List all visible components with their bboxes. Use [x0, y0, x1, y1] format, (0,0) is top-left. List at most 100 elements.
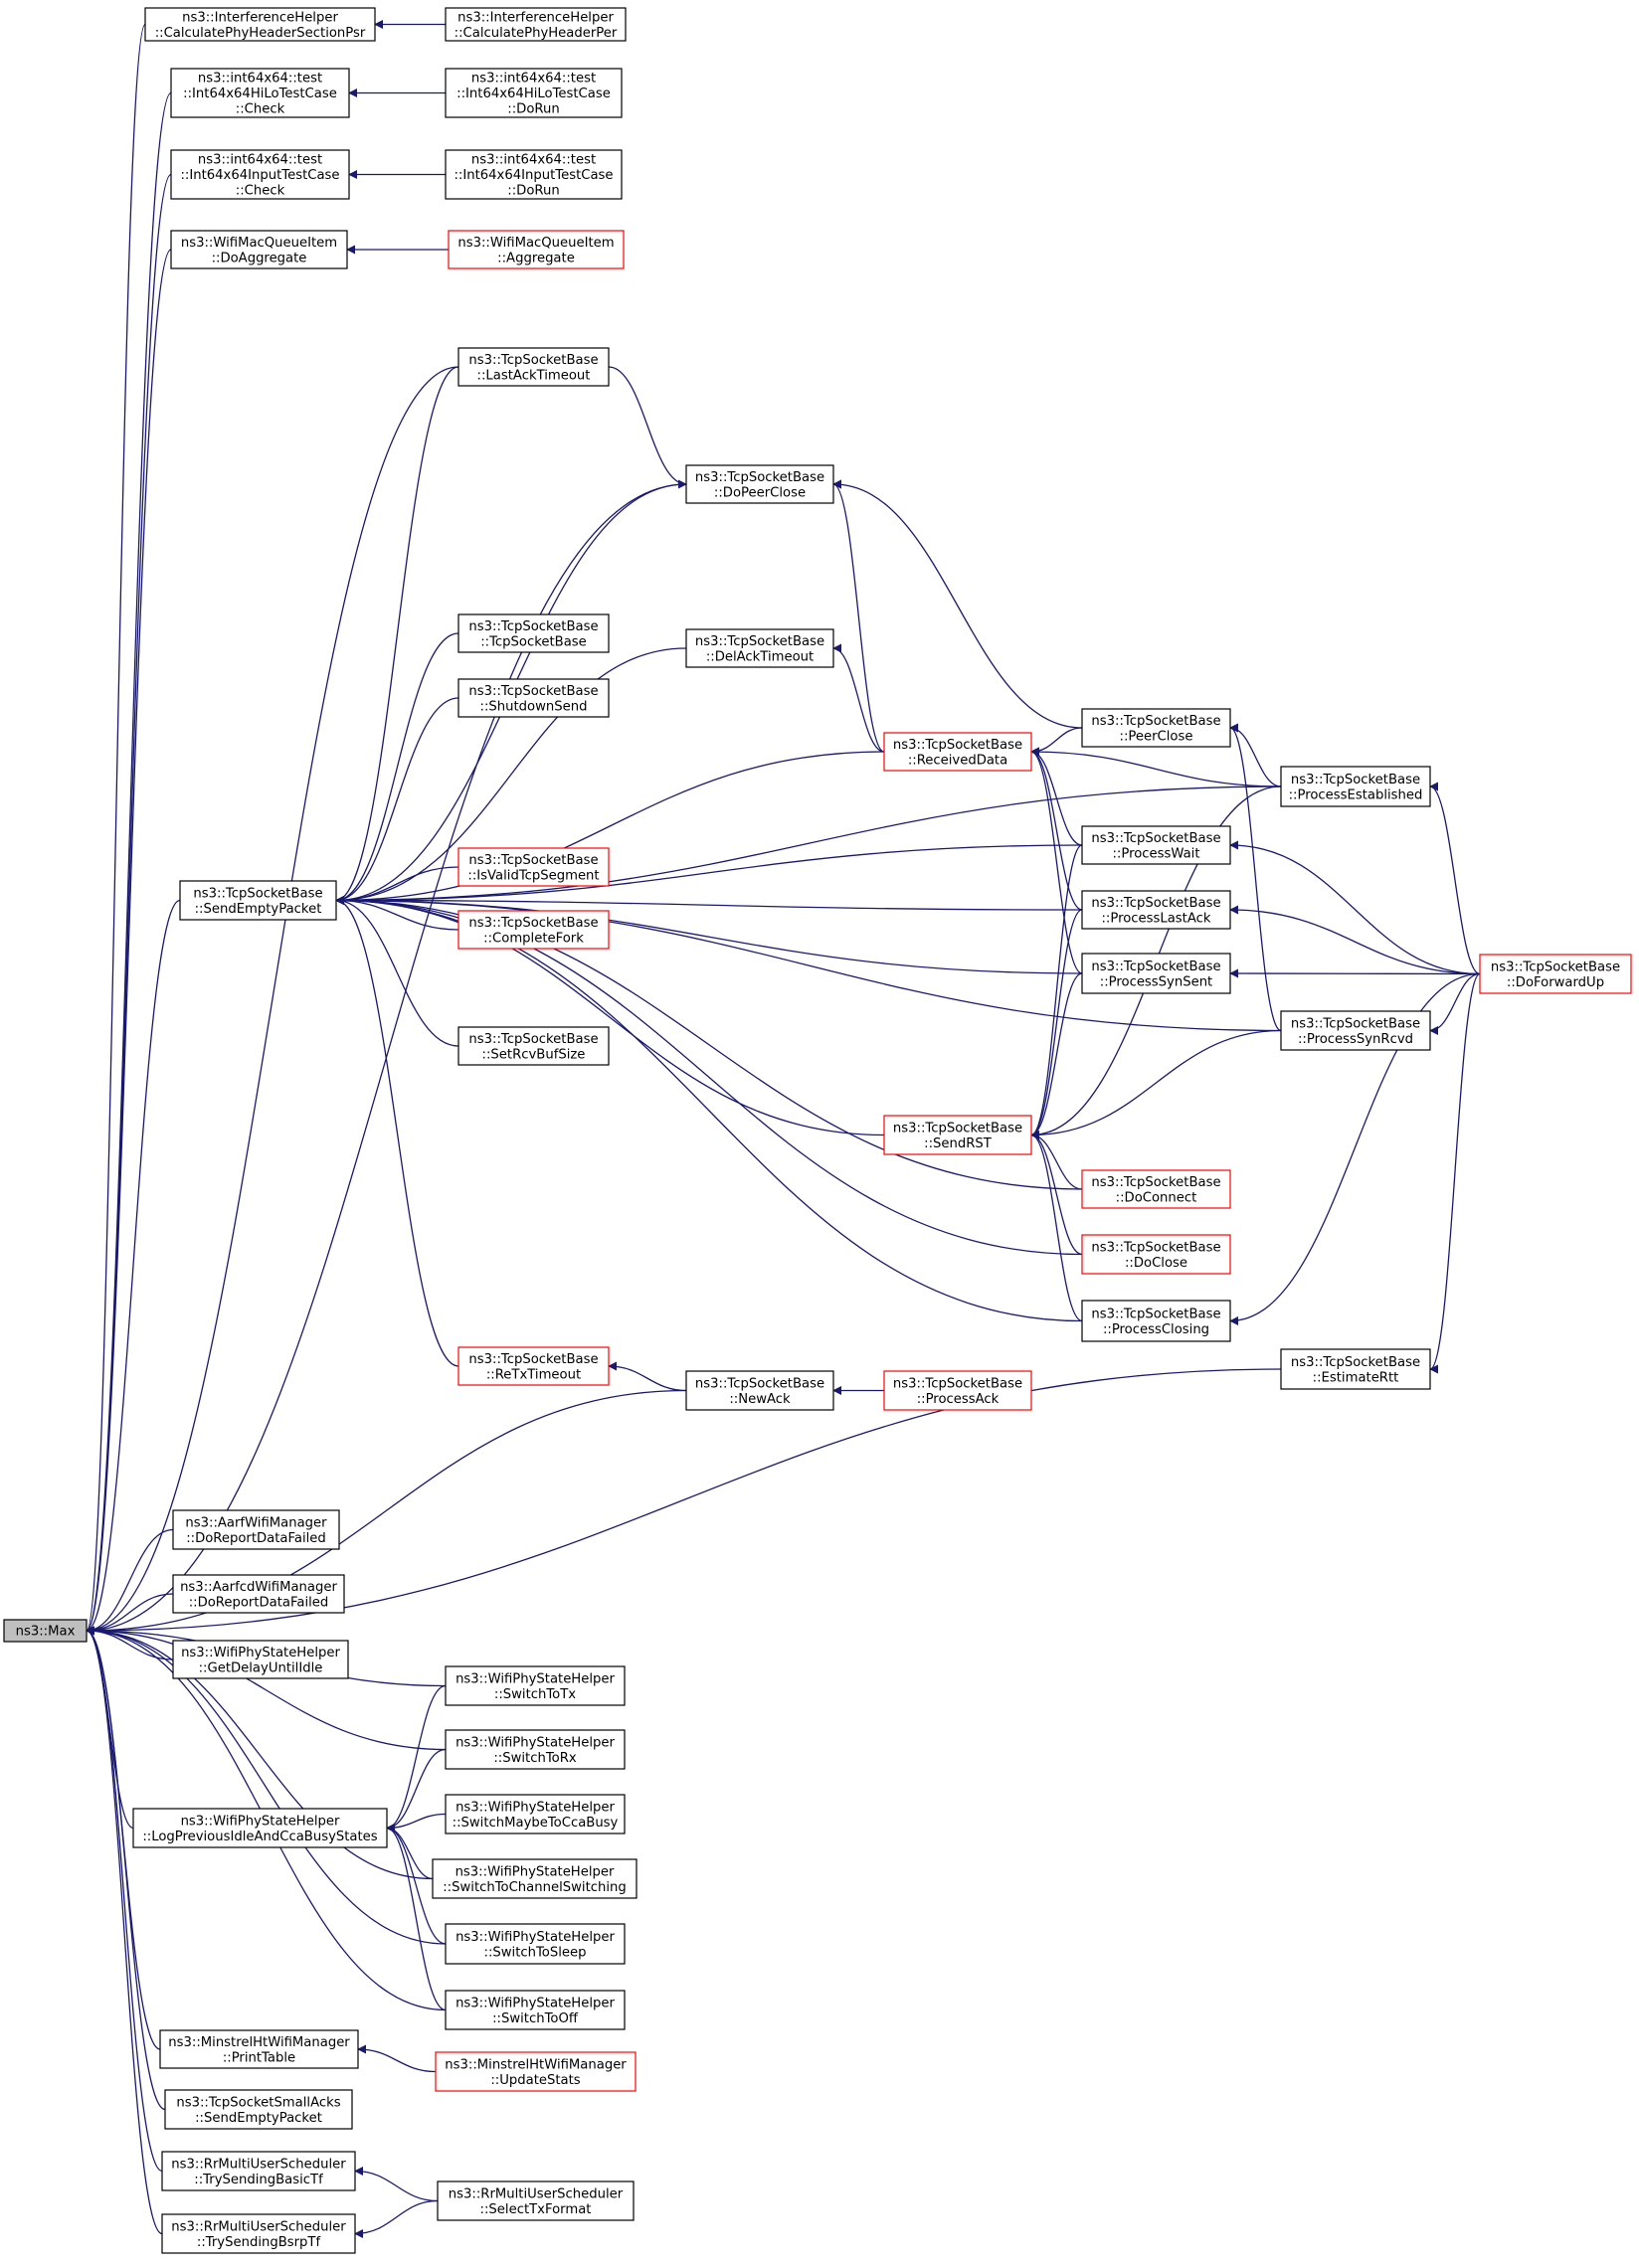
node-estrtt[interactable]: ns3::TcpSocketBase::EstimateRtt — [1280, 1348, 1431, 1390]
node-sendrst[interactable]: ns3::TcpSocketBase::SendRST — [883, 1115, 1032, 1155]
node-peerclose[interactable]: ns3::TcpSocketBase::PeerClose — [1081, 708, 1231, 748]
node-hilo_check[interactable]: ns3::int64x64::test::Int64x64HiLoTestCas… — [170, 68, 350, 118]
node-procwait[interactable]: ns3::TcpSocketBase::ProcessWait — [1081, 825, 1231, 865]
node-label-line: ns3::WifiPhyStateHelper — [455, 1735, 615, 1750]
node-label-line: ::SwitchToChannelSwitching — [443, 1880, 627, 1895]
node-getdelay[interactable]: ns3::WifiPhyStateHelper::GetDelayUntilId… — [172, 1640, 349, 1679]
edge-retx-to-sendempty — [335, 896, 459, 1367]
node-label-line: ::Int64x64InputTestCase — [454, 168, 613, 183]
node-label-line: ns3::InterferenceHelper — [457, 10, 614, 25]
edge-recvdata-to-delack — [832, 643, 885, 753]
node-label-line: ::SendRST — [924, 1136, 993, 1151]
node-aarfcd[interactable]: ns3::AarfcdWifiManager::DoReportDataFail… — [172, 1574, 345, 1614]
edge-peerclose-to-recvdata — [1030, 727, 1083, 757]
node-procest[interactable]: ns3::TcpSocketBase::ProcessEstablished — [1280, 766, 1431, 807]
node-isvalid[interactable]: ns3::TcpSocketBase::IsValidTcpSegment — [457, 847, 610, 887]
node-shutdown[interactable]: ns3::TcpSocketBase::ShutdownSend — [457, 678, 610, 718]
node-label-line: ns3::AarfWifiManager — [185, 1515, 327, 1530]
node-rr_select[interactable]: ns3::RrMultiUserScheduler::SelectTxForma… — [437, 2181, 635, 2221]
edge-input_check-to-max — [86, 173, 172, 1636]
node-sw_ch[interactable]: ns3::WifiPhyStateHelper::SwitchToChannel… — [432, 1858, 637, 1899]
node-wmq_agg[interactable]: ns3::WifiMacQueueItem::Aggregate — [448, 230, 625, 269]
node-box — [435, 2051, 637, 2092]
node-sw_sleep[interactable]: ns3::WifiPhyStateHelper::SwitchToSleep — [445, 1923, 626, 1965]
node-max[interactable]: ns3::Max — [3, 1619, 88, 1643]
edge-newack-to-retx — [608, 1361, 687, 1392]
node-mht_update[interactable]: ns3::MinstrelHtWifiManager::UpdateStats — [435, 2051, 637, 2092]
node-logprev[interactable]: ns3::WifiPhyStateHelper::LogPreviousIdle… — [132, 1808, 388, 1848]
node-label-line: ns3::WifiPhyStateHelper — [455, 1671, 615, 1686]
node-rr_bsrp[interactable]: ns3::RrMultiUserScheduler::TrySendingBsr… — [161, 2213, 356, 2254]
edge-forwardup-to-procwait — [1229, 840, 1481, 975]
node-ctor[interactable]: ns3::TcpSocketBase::TcpSocketBase — [457, 613, 610, 653]
node-box — [437, 2181, 635, 2221]
node-label-line: ::DoReportDataFailed — [186, 1531, 326, 1546]
node-wmq_doagg[interactable]: ns3::WifiMacQueueItem::DoAggregate — [170, 230, 348, 269]
node-sw_cca[interactable]: ns3::WifiPhyStateHelper::SwitchMaybeToCc… — [445, 1794, 626, 1834]
node-label-line: ::ProcessAck — [917, 1392, 1000, 1407]
node-label-line: ns3::TcpSocketBase — [468, 684, 598, 699]
node-label-line: ::TrySendingBasicTf — [194, 2173, 323, 2187]
node-label-line: ns3::WifiPhyStateHelper — [455, 1864, 615, 1879]
node-label-line: ::PrintTable — [223, 2050, 295, 2065]
node-doconnect[interactable]: ns3::TcpSocketBase::DoConnect — [1081, 1169, 1231, 1209]
edge-procsynsent-to-recvdata — [1030, 747, 1083, 974]
edge-proclastack-to-recvdata — [1030, 747, 1083, 911]
node-delack[interactable]: ns3::TcpSocketBase::DelAckTimeout — [685, 628, 834, 668]
node-setrcvbuf[interactable]: ns3::TcpSocketBase::SetRcvBufSize — [457, 1026, 610, 1066]
node-hilo_run[interactable]: ns3::int64x64::test::Int64x64HiLoTestCas… — [445, 68, 623, 118]
node-label-line: ns3::int64x64::test — [471, 153, 596, 168]
node-proclastack[interactable]: ns3::TcpSocketBase::ProcessLastAck — [1081, 890, 1231, 930]
node-sw_tx[interactable]: ns3::WifiPhyStateHelper::SwitchToTx — [445, 1665, 626, 1706]
node-label-line: ns3::TcpSocketBase — [1291, 773, 1420, 787]
node-procclosing[interactable]: ns3::TcpSocketBase::ProcessClosing — [1081, 1300, 1231, 1342]
node-box — [1081, 708, 1231, 748]
node-box — [457, 613, 610, 653]
node-completefork[interactable]: ns3::TcpSocketBase::CompleteFork — [457, 910, 610, 950]
node-small_acks[interactable]: ns3::TcpSocketSmallAcks::SendEmptyPacket — [164, 2089, 353, 2130]
node-label-line: ::SelectTxFormat — [480, 2202, 592, 2217]
edge-sw_ch-to-max — [86, 1626, 434, 1880]
node-sw_rx[interactable]: ns3::WifiPhyStateHelper::SwitchToRx — [445, 1729, 626, 1770]
node-label-line: ::SetRcvBufSize — [482, 1047, 586, 1062]
node-label-line: ::UpdateStats — [490, 2073, 580, 2088]
node-mht_print[interactable]: ns3::MinstrelHtWifiManager::PrintTable — [159, 2029, 359, 2069]
node-label-line: ns3::MinstrelHtWifiManager — [445, 2057, 627, 2072]
node-box — [445, 7, 627, 42]
node-retx[interactable]: ns3::TcpSocketBase::ReTxTimeout — [457, 1346, 610, 1386]
node-box — [457, 1346, 610, 1386]
node-forwardup[interactable]: ns3::TcpSocketBase::DoForwardUp — [1479, 954, 1632, 994]
node-label-line: ::Int64x64HiLoTestCase — [456, 87, 611, 101]
node-box — [457, 1026, 610, 1066]
node-ih_psr[interactable]: ns3::InterferenceHelper::CalculatePhyHea… — [144, 7, 376, 42]
node-peerclose_do[interactable]: ns3::TcpSocketBase::DoPeerClose — [685, 464, 834, 504]
node-box — [144, 7, 376, 42]
node-sendempty[interactable]: ns3::TcpSocketBase::SendEmptyPacket — [179, 880, 337, 921]
node-lastack[interactable]: ns3::TcpSocketBase::LastAckTimeout — [457, 347, 610, 387]
node-box — [179, 880, 337, 921]
edge-wmq_doagg-to-max — [86, 249, 172, 1636]
node-box — [172, 1574, 345, 1614]
node-ih_per[interactable]: ns3::InterferenceHelper::CalculatePhyHea… — [445, 7, 627, 42]
node-procack[interactable]: ns3::TcpSocketBase::ProcessAck — [883, 1370, 1032, 1411]
node-newack[interactable]: ns3::TcpSocketBase::NewAck — [685, 1370, 834, 1411]
node-procsynsent[interactable]: ns3::TcpSocketBase::ProcessSynSent — [1081, 953, 1231, 994]
node-label-line: ::SendEmptyPacket — [195, 902, 322, 917]
node-box — [883, 1115, 1032, 1155]
node-box — [1081, 1300, 1231, 1342]
node-label-line: ns3::RrMultiUserScheduler — [171, 2219, 346, 2234]
node-input_check[interactable]: ns3::int64x64::test::Int64x64InputTestCa… — [170, 149, 350, 200]
node-label-line: ns3::TcpSocketSmallAcks — [176, 2095, 340, 2110]
edge-aarf-to-max — [86, 1528, 174, 1636]
node-input_run[interactable]: ns3::int64x64::test::Int64x64InputTestCa… — [445, 149, 623, 200]
edge-completefork-to-sendempty — [335, 896, 459, 931]
node-box — [445, 1794, 626, 1834]
edge-procsynsent-to-sendempty — [335, 896, 1083, 974]
node-rr_basic[interactable]: ns3::RrMultiUserScheduler::TrySendingBas… — [161, 2151, 356, 2191]
node-sw_off[interactable]: ns3::WifiPhyStateHelper::SwitchToOff — [445, 1990, 626, 2030]
node-doclose[interactable]: ns3::TcpSocketBase::DoClose — [1081, 1234, 1231, 1275]
node-aarf[interactable]: ns3::AarfWifiManager::DoReportDataFailed — [172, 1509, 340, 1550]
node-procsynrcvd[interactable]: ns3::TcpSocketBase::ProcessSynRcvd — [1280, 1010, 1431, 1051]
node-recvdata[interactable]: ns3::TcpSocketBase::ReceivedData — [883, 732, 1032, 772]
